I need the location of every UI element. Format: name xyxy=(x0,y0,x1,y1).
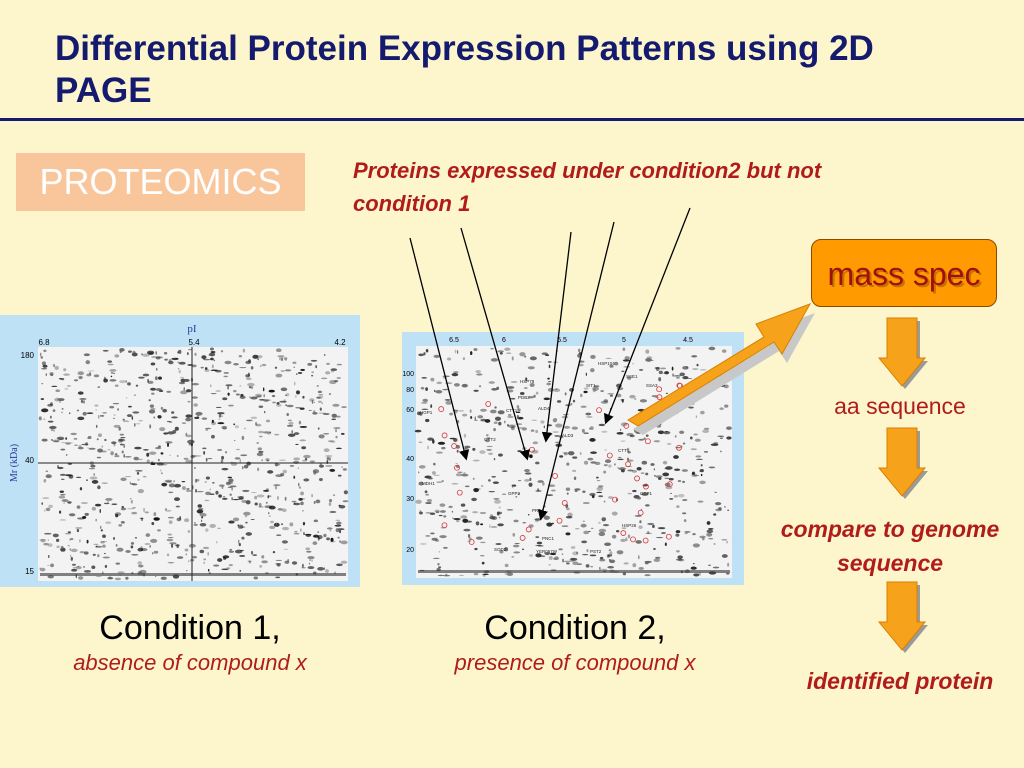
slide-title: Differential Protein Expression Patterns… xyxy=(55,29,874,110)
gel-2-spot-label: SSE1 xyxy=(626,374,638,379)
gel-2-spot-label: SSA3 xyxy=(646,383,658,388)
gel-2-mr-tick: 80 xyxy=(406,387,414,394)
gel-2-spot-label: PST2 xyxy=(590,549,602,554)
gel-2-mr-tick: 30 xyxy=(406,496,414,503)
condition-1-caption: Condition 1, absence of compound x xyxy=(20,608,360,678)
gel-2-spot-label: CTT1 xyxy=(506,408,518,413)
down-arrow-3 xyxy=(877,581,928,653)
gel-2-spot-label: HSP26 xyxy=(622,523,637,528)
down-arrow-2 xyxy=(877,427,928,499)
condition-2-name: Condition 2, xyxy=(484,609,666,647)
condition-2-caption: Condition 2, presence of compound x xyxy=(404,608,746,678)
gel-2-spot-label: SIT1 xyxy=(586,383,596,388)
gel-2-spot-label: UGP1 xyxy=(420,410,433,415)
gel-2-spot-label: ALD4 xyxy=(538,406,550,411)
down-arrow-1 xyxy=(877,317,928,389)
gel-2-spot-label: MDH1 xyxy=(422,481,435,486)
gel-2-mr-tick: 20 xyxy=(406,547,414,554)
gel-2-spot-label: CCP1 xyxy=(640,491,653,496)
gel-1-mr-label: Mr (kDa) xyxy=(9,444,20,482)
gel-2-mr-tick: 60 xyxy=(406,407,414,414)
gel-condition-1: pI 6.8 5.4 4.2 180 40 15 Mr (kDa) xyxy=(0,315,360,587)
gel-1-image: pI 6.8 5.4 4.2 180 40 15 Mr (kDa) xyxy=(9,323,349,581)
gel-2-spot-label: YER067W xyxy=(536,549,558,554)
compare-genome-step: compare to genome sequence xyxy=(780,516,1000,576)
gel-2-pi-tick: 6.5 xyxy=(449,337,459,344)
gel-2-spot-label: PNC1 xyxy=(542,536,555,541)
mass-spec-box: mass spec xyxy=(811,239,997,307)
gel-1-mr-tick: 40 xyxy=(25,456,34,465)
gel-2-spot-label: CTT1 xyxy=(618,448,630,453)
gel-2-image: 6.5 6 5.5 5 4.5 100 80 60 40 30 20 HSP10… xyxy=(402,337,732,578)
gel-2-spot-label: ALD3 xyxy=(562,433,574,438)
gel-2-spot-label: SOD2 xyxy=(494,547,507,552)
gel-2-spot-label: HSP78 xyxy=(520,379,535,384)
gel-2-spot-label: GPP2 xyxy=(508,491,521,496)
gel-2-spot-label: PRB1 xyxy=(532,508,544,513)
gel-2-mr-tick: 100 xyxy=(402,371,414,378)
proteomics-badge: PROTEOMICS xyxy=(16,153,305,211)
gel-1-pi-tick: 4.2 xyxy=(334,338,346,347)
gel-2-pi-tick: 4.5 xyxy=(683,337,693,344)
gel-2-pi-tick: 5 xyxy=(622,337,626,344)
condition-1-detail: absence of compound x xyxy=(73,650,307,675)
gel-1-pi-tick: 6.8 xyxy=(38,338,50,347)
differential-annotation: Proteins expressed under condition2 but … xyxy=(353,158,822,216)
gel-2-spot-label: HSP60 xyxy=(664,410,679,415)
gel-1-mr-tick: 180 xyxy=(21,351,35,360)
gel-1-mr-tick: 15 xyxy=(25,567,34,576)
gel-2-mr-tick: 40 xyxy=(406,456,414,463)
gel-2-pi-tick: 6 xyxy=(502,337,506,344)
identified-protein-step: identified protein xyxy=(806,668,994,694)
gel-2-pi-tick: 5.5 xyxy=(557,337,567,344)
aa-sequence-step: aa sequence xyxy=(834,393,966,419)
gel-2-spot-label: HSP104 xyxy=(598,361,615,366)
gel-2-spot-label: PDB2 xyxy=(518,395,530,400)
title-divider xyxy=(0,118,1024,121)
gel-1-pi-tick: 5.4 xyxy=(188,338,200,347)
gel-1-pi-label: pI xyxy=(187,323,197,335)
gel-condition-2: 6.5 6 5.5 5 4.5 100 80 60 40 30 20 HSP10… xyxy=(402,332,744,585)
condition-1-name: Condition 1, xyxy=(99,609,281,647)
condition-2-detail: presence of compound x xyxy=(454,650,696,675)
gel-2-spot-label: GYT2 xyxy=(484,437,496,442)
